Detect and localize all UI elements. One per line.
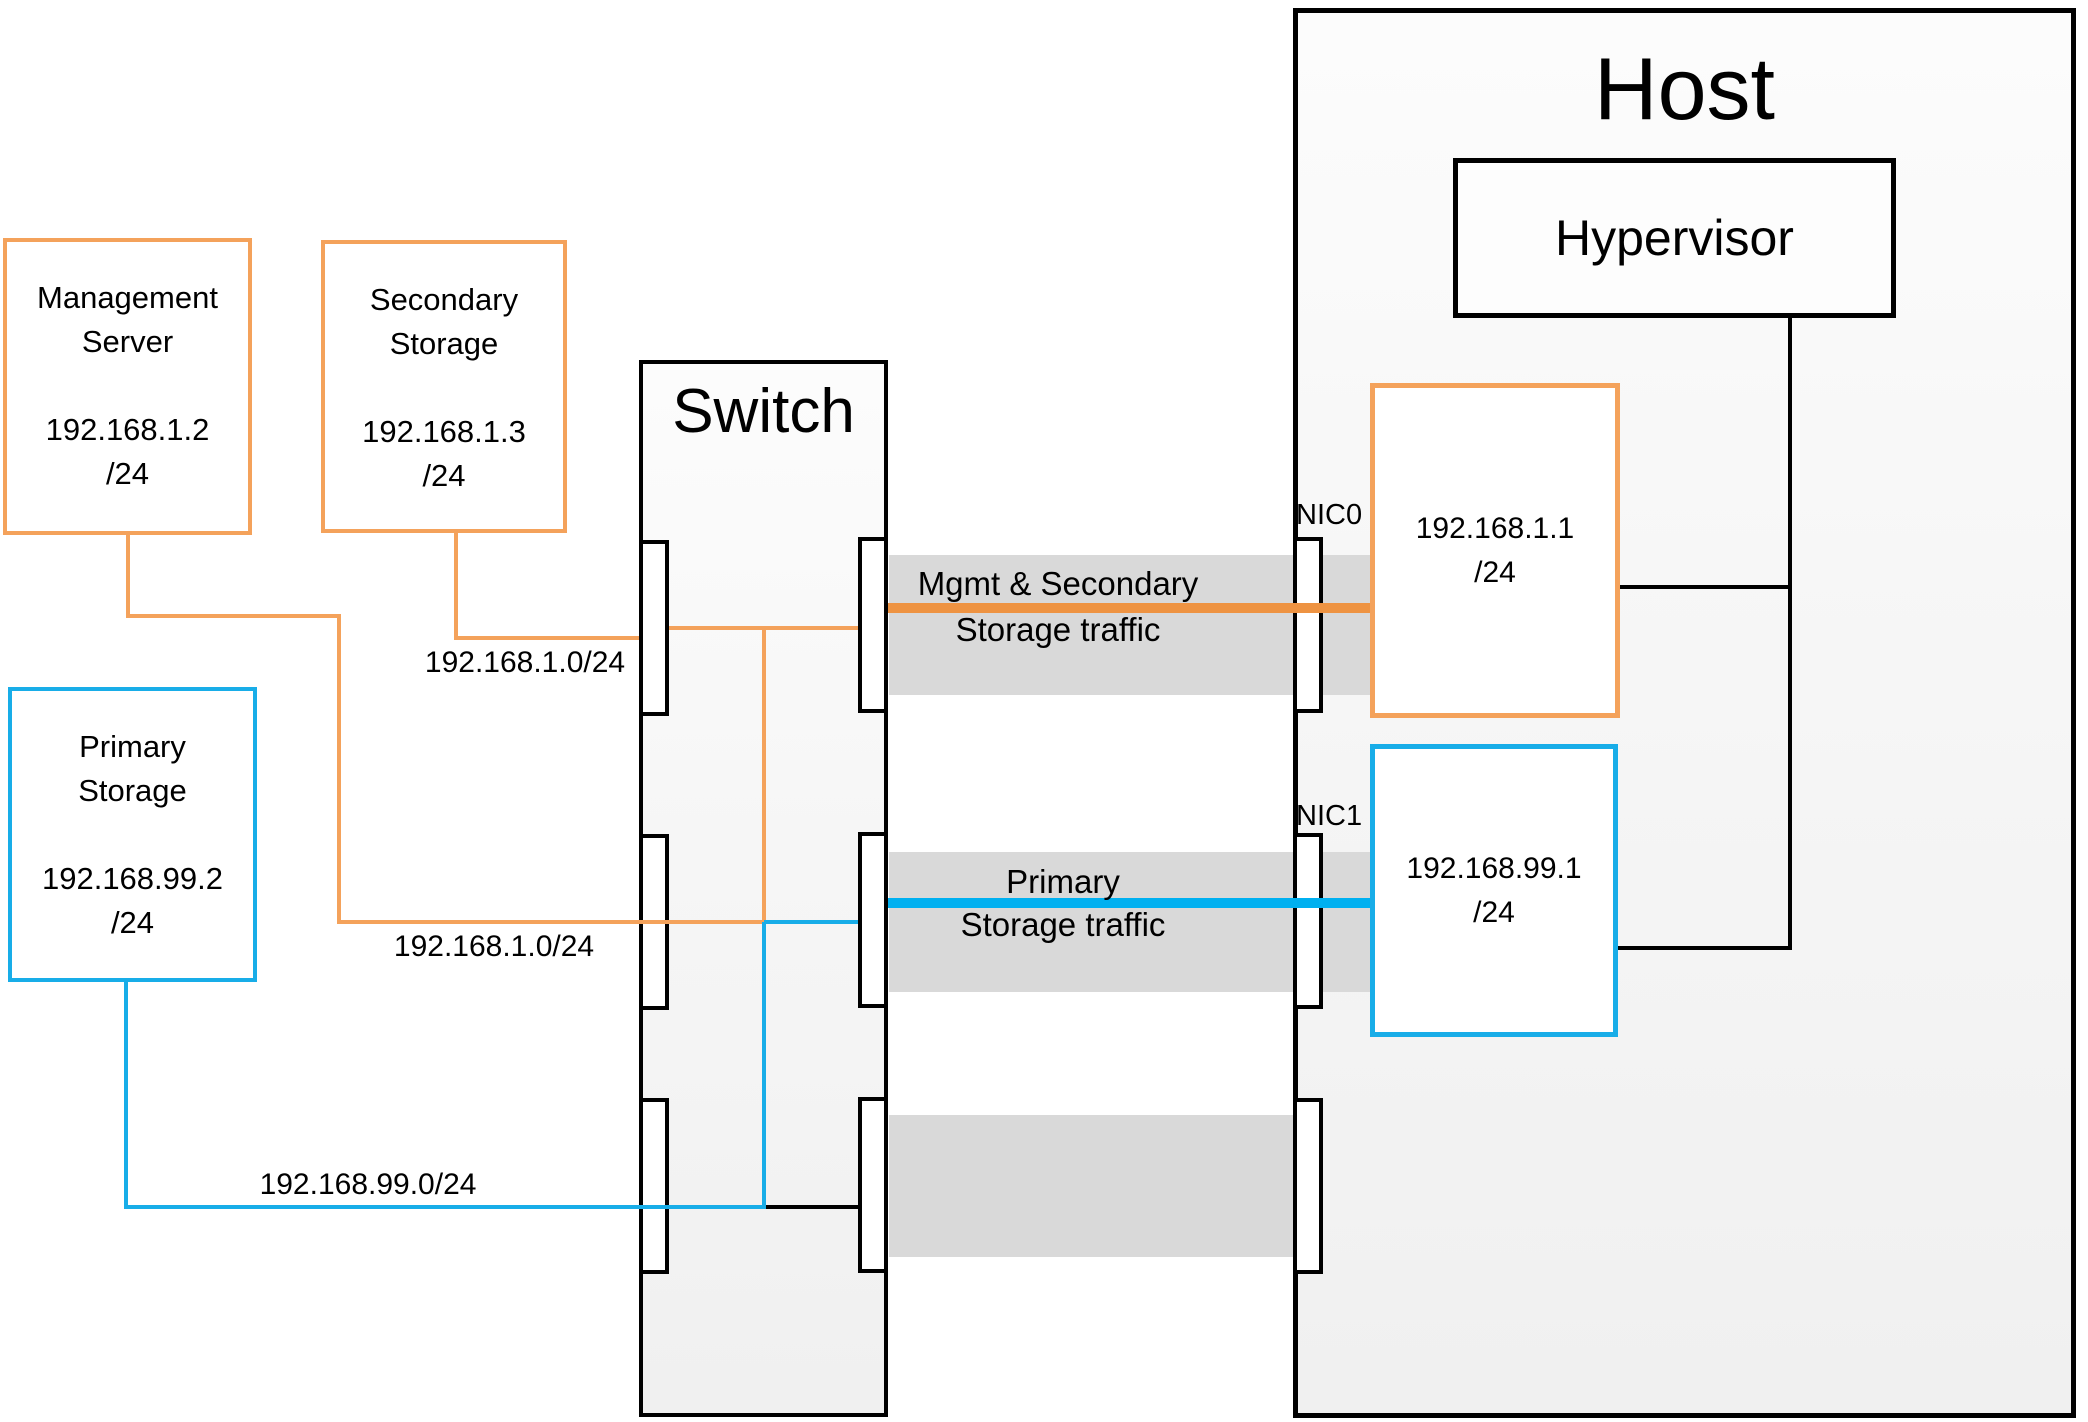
mgmt-traffic-label-line1: Mgmt & Secondary (917, 565, 1199, 602)
management-link-segment (126, 535, 130, 618)
mgmt-traffic-label-line2: Storage traffic (955, 611, 1161, 648)
nic0-box: 192.168.1.1 /24 (1370, 383, 1620, 718)
host-nic-port-0 (1293, 537, 1323, 713)
node-ip: 192.168.99.2 (41, 861, 223, 896)
node-name-line: Primary (79, 729, 186, 764)
node-mask: /24 (105, 456, 150, 491)
switch-port-left-3 (639, 1098, 669, 1274)
subnet-label-management: 192.168.1.0/24 (393, 930, 595, 963)
secondary-link-segment (454, 636, 639, 640)
switch-port-right-2 (858, 832, 888, 1008)
host-nic-port-1 (1293, 833, 1323, 1009)
primary-traffic-line (888, 898, 1370, 908)
node-ip: 192.168.1.3 (362, 414, 526, 449)
mgmt-traffic-line (888, 603, 1370, 613)
host-nic-port-2 (1293, 1098, 1323, 1274)
subnet-label-primary: 192.168.99.0/24 (259, 1168, 477, 1201)
traffic-band-primary (889, 852, 1370, 992)
traffic-band-mgmt (889, 555, 1370, 695)
switch-port-right-1 (858, 537, 888, 713)
switch-internal-blue-riser (762, 922, 766, 1209)
nic1-mask: /24 (1473, 895, 1515, 929)
node-mask: /24 (422, 458, 466, 493)
nic0-port-label: NIC0 (1296, 499, 1363, 531)
switch-port-right-3 (858, 1097, 888, 1273)
subnet-label-secondary: 192.168.1.0/24 (424, 646, 626, 679)
nic1-connector (1618, 946, 1792, 950)
host-title: Host (1594, 39, 1775, 138)
nic1-port-label: NIC1 (1296, 800, 1363, 832)
node-name-line: Server (81, 324, 174, 359)
management-server-node: Management Server 192.168.1.2 /24 (3, 238, 252, 535)
nic0-ip: 192.168.1.1 (1415, 511, 1575, 545)
spacer (123, 364, 133, 408)
management-link-segment (337, 920, 766, 924)
nic1-box: 192.168.99.1 /24 (1370, 744, 1618, 1037)
nic0-connector (1620, 585, 1792, 589)
primary-link-segment (124, 982, 128, 1209)
spacer (439, 366, 449, 410)
management-link-segment (337, 614, 341, 924)
node-name-line: Storage (389, 326, 499, 361)
hypervisor-box: Hypervisor (1453, 158, 1896, 318)
hypervisor-connector (1788, 318, 1792, 950)
secondary-storage-node: Secondary Storage 192.168.1.3 /24 (321, 240, 567, 533)
node-ip: 192.168.1.2 (45, 412, 210, 447)
secondary-link-segment (454, 533, 458, 640)
node-name-line: Storage (78, 773, 187, 808)
switch-title: Switch (672, 377, 855, 446)
node-mask: /24 (110, 905, 155, 940)
spacer (128, 813, 138, 857)
nic1-ip: 192.168.99.1 (1406, 851, 1582, 885)
management-link-segment (126, 614, 341, 618)
primary-link-segment (124, 1205, 766, 1209)
node-name-line: Management (37, 280, 218, 315)
switch-port-left-1 (639, 540, 669, 716)
node-name-line: Secondary (369, 282, 519, 317)
hypervisor-title: Hypervisor (1555, 210, 1794, 266)
switch-internal-blue-segment (764, 920, 858, 924)
nic0-mask: /24 (1474, 555, 1516, 589)
primary-traffic-label-line2: Storage traffic (960, 906, 1166, 943)
switch-internal-orange-riser (762, 626, 766, 924)
primary-traffic-label-line1: Primary (1006, 863, 1120, 900)
traffic-band-unused (889, 1115, 1293, 1257)
switch-internal-black-segment (766, 1205, 858, 1209)
primary-storage-node: Primary Storage 192.168.99.2 /24 (8, 687, 257, 982)
